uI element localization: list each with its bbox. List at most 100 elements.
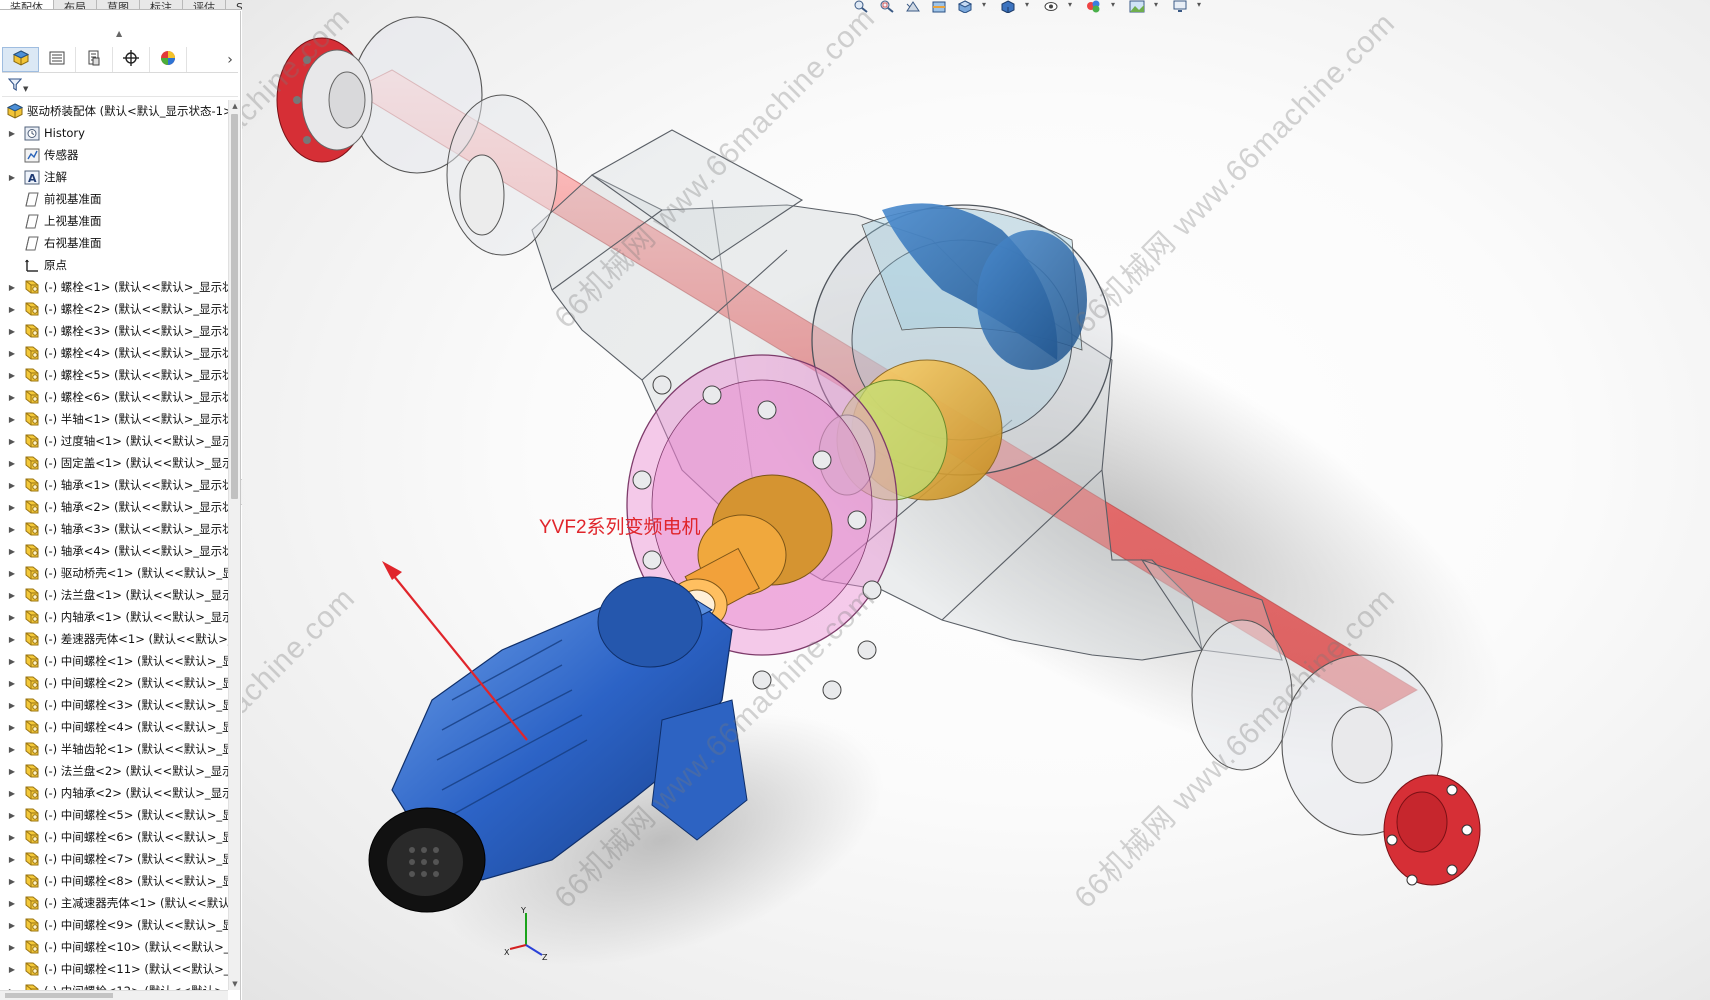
tree-item[interactable]: ▶(-) 固定盖<1> (默认<<默认>_显示状态 1>) [0,452,228,474]
expand-arrow-icon[interactable]: ▶ [8,524,16,534]
panel-collapse-icon[interactable]: ▲ [116,29,123,38]
command-tab-3[interactable]: 标注 [140,0,183,9]
command-tab-0[interactable]: 装配体 [0,0,54,9]
tree-item[interactable]: ▶传感器 [0,144,228,166]
tree-item[interactable]: ▶(-) 轴承<4> (默认<<默认>_显示状态 1>) [0,540,228,562]
tree-item[interactable]: ▶(-) 中间螺栓<11> (默认<<默认>_显示状态 1>) [0,958,228,980]
expand-arrow-icon[interactable]: ▶ [8,832,16,842]
scroll-up-icon[interactable]: ▲ [232,102,238,110]
view-orientation-icon[interactable] [956,0,973,13]
hud-dropdown-icon[interactable]: ▾ [1068,0,1073,9]
tree-item[interactable]: ▶(-) 轴承<2> (默认<<默认>_显示状态 1>) [0,496,228,518]
tree-item[interactable]: ▶(-) 中间螺栓<2> (默认<<默认>_显示状态 1>) [0,672,228,694]
tree-item[interactable]: ▶(-) 半轴齿轮<1> (默认<<默认>_显示状态 1>) [0,738,228,760]
expand-arrow-icon[interactable]: ▶ [8,722,16,732]
tree-horizontal-scrollbar[interactable] [0,990,228,1000]
tree-item[interactable]: ▶(-) 中间螺栓<3> (默认<<默认>_显示状态 1>) [0,694,228,716]
section-view-icon[interactable] [930,0,947,13]
filter-funnel-icon[interactable] [7,76,23,95]
expand-arrow-icon[interactable]: ▶ [8,920,16,930]
tree-item[interactable]: ▶(-) 中间螺栓<9> (默认<<默认>_显示状态 1>) [0,914,228,936]
expand-arrow-icon[interactable]: ▶ [8,392,16,402]
tree-item[interactable]: ▶(-) 中间螺栓<8> (默认<<默认>_显示状态 1>) [0,870,228,892]
tree-item[interactable]: ▶(-) 内轴承<1> (默认<<默认>_显示状态 1>) [0,606,228,628]
tree-item[interactable]: ▶(-) 螺栓<1> (默认<<默认>_显示状态 1>) [0,276,228,298]
expand-arrow-icon[interactable]: ▶ [8,788,16,798]
tree-filter[interactable]: ▼ [2,75,238,97]
expand-arrow-icon[interactable]: ▶ [8,612,16,622]
scroll-down-icon[interactable]: ▼ [232,980,238,988]
expand-arrow-icon[interactable]: ▶ [8,370,16,380]
display-style-icon[interactable] [999,0,1016,13]
edit-appearance-icon[interactable] [1085,0,1102,13]
command-tab-4[interactable]: 评估 [183,0,226,9]
tree-item[interactable]: ▶上视基准面 [0,210,228,232]
configuration-manager-tab[interactable] [76,47,113,72]
expand-arrow-icon[interactable]: ▶ [8,810,16,820]
expand-arrow-icon[interactable]: ▶ [8,942,16,952]
tree-item[interactable]: ▶(-) 中间螺栓<6> (默认<<默认>_显示状态 1>) [0,826,228,848]
expand-arrow-icon[interactable]: ▶ [8,964,16,974]
expand-arrow-icon[interactable]: ▶ [8,458,16,468]
tree-item[interactable]: ▶(-) 过度轴<1> (默认<<默认>_显示状态 1>) [0,430,228,452]
tree-item[interactable]: ▶(-) 法兰盘<1> (默认<<默认>_显示状态 1>) [0,584,228,606]
tree-item[interactable]: ▶右视基准面 [0,232,228,254]
tree-item[interactable]: ▶(-) 中间螺栓<10> (默认<<默认>_显示状态 1>) [0,936,228,958]
expand-arrow-icon[interactable]: ▶ [8,898,16,908]
tree-item[interactable]: ▶(-) 螺栓<5> (默认<<默认>_显示状态 1>) [0,364,228,386]
expand-arrow-icon[interactable]: ▶ [8,326,16,336]
tree-item[interactable]: ▶(-) 轴承<1> (默认<<默认>_显示状态 1>) [0,474,228,496]
feature-manager-tab[interactable] [2,47,39,72]
tree-item[interactable]: ▶(-) 螺栓<3> (默认<<默认>_显示状态 1>) [0,320,228,342]
tree-item[interactable]: ▶(-) 中间螺栓<4> (默认<<默认>_显示状态 1>) [0,716,228,738]
tree-item[interactable]: ▶(-) 螺栓<2> (默认<<默认>_显示状态 1>) [0,298,228,320]
tree-root-item[interactable]: ▶驱动桥装配体 (默认<默认_显示状态-1>) [0,100,228,122]
tree-item[interactable]: ▶(-) 中间螺栓<5> (默认<<默认>_显示状态 1>) [0,804,228,826]
expand-arrow-icon[interactable]: ▶ [8,766,16,776]
dimxpert-tab[interactable] [113,47,150,72]
tree-item[interactable]: ▶(-) 法兰盘<2> (默认<<默认>_显示状态 1>) [0,760,228,782]
tree-item[interactable]: ▶History [0,122,228,144]
expand-arrow-icon[interactable]: ▶ [8,172,16,182]
expand-arrow-icon[interactable]: ▶ [7,987,17,991]
command-tab-2[interactable]: 草图 [97,0,140,9]
tree-item[interactable]: ▶(-) 中间螺栓<12> (默认<<默认>_显示状态 1>) [0,980,228,990]
expand-arrow-icon[interactable]: ▶ [8,128,16,138]
hscroll-thumb[interactable] [5,993,113,998]
hud-dropdown-icon[interactable]: ▾ [1111,0,1116,9]
apply-scene-icon[interactable] [1128,0,1145,13]
tree-item[interactable]: ▶(-) 中间螺栓<1> (默认<<默认>_显示状态 1>) [0,650,228,672]
expand-arrow-icon[interactable]: ▶ [8,568,16,578]
expand-arrow-icon[interactable]: ▶ [8,876,16,886]
zoom-area-icon[interactable] [878,0,895,13]
expand-arrow-icon[interactable]: ▶ [8,700,16,710]
tree-item[interactable]: ▶(-) 差速器壳体<1> (默认<<默认>_显示状态 1>) [0,628,228,650]
tree-item[interactable]: ▶(-) 螺栓<6> (默认<<默认>_显示状态 1>) [0,386,228,408]
expand-arrow-icon[interactable]: ▶ [8,854,16,864]
tree-item[interactable]: ▶(-) 驱动桥壳<1> (默认<<默认>_显示状态 1>) [0,562,228,584]
display-manager-tab[interactable] [150,47,187,72]
expand-arrow-icon[interactable]: ▶ [8,348,16,358]
hide-show-icon[interactable] [1042,0,1059,13]
expand-arrow-icon[interactable]: ▶ [8,590,16,600]
view-settings-icon[interactable] [1171,0,1188,13]
property-manager-tab[interactable] [39,47,76,72]
expand-arrow-icon[interactable]: ▶ [8,304,16,314]
expand-arrow-icon[interactable]: ▶ [8,414,16,424]
tree-item[interactable]: ▶(-) 轴承<3> (默认<<默认>_显示状态 1>) [0,518,228,540]
tree-item[interactable]: ▶(-) 主减速器壳体<1> (默认<<默认>_显示状态 1>) [0,892,228,914]
expand-arrow-icon[interactable]: ▶ [8,678,16,688]
expand-arrow-icon[interactable]: ▶ [8,436,16,446]
tree-item[interactable]: ▶(-) 半轴<1> (默认<<默认>_显示状态 1>) [0,408,228,430]
panel-tabs-more-icon[interactable]: › [227,51,233,68]
zoom-to-fit-icon[interactable] [852,0,869,13]
hud-dropdown-icon[interactable]: ▾ [982,0,987,9]
expand-arrow-icon[interactable]: ▶ [8,282,16,292]
tree-item[interactable]: ▶(-) 内轴承<2> (默认<<默认>_显示状态 1>) [0,782,228,804]
expand-arrow-icon[interactable]: ▶ [8,656,16,666]
expand-arrow-icon[interactable]: ▶ [8,480,16,490]
scroll-thumb[interactable] [231,114,238,499]
expand-arrow-icon[interactable]: ▶ [8,502,16,512]
tree-item[interactable]: ▶前视基准面 [0,188,228,210]
